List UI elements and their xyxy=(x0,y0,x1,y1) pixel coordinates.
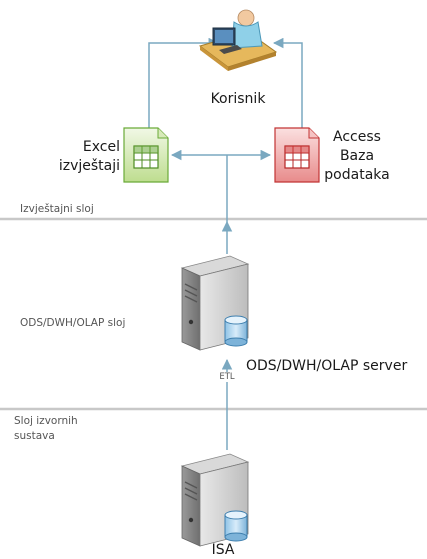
user-icon xyxy=(198,9,278,71)
database-icon xyxy=(224,315,248,347)
isa-server-icon xyxy=(180,453,250,547)
layer-label-source-line-1: Sloj izvornih xyxy=(14,415,78,427)
dwh-server-label: ODS/DWH/OLAP server xyxy=(246,358,408,374)
access-label-line-1: Access xyxy=(333,129,381,145)
isa-label: ISA xyxy=(211,542,235,558)
layer-label-source: Sloj izvornih sustava xyxy=(14,414,78,444)
access-document-icon xyxy=(274,127,320,183)
connector-excel-user xyxy=(148,37,220,128)
excel-label-line-1: Excel xyxy=(82,139,120,155)
layer-label-source-line-2: sustava xyxy=(14,430,55,442)
etl-label: ETL xyxy=(213,372,241,382)
layer-label-dwh: ODS/DWH/OLAP sloj xyxy=(20,317,126,329)
layer-label-reporting: Izvještajni sloj xyxy=(20,203,94,215)
excel-label-line-2: izvještaji xyxy=(58,158,120,174)
user-label: Korisnik xyxy=(210,91,266,107)
access-label-line-3: podataka xyxy=(324,167,390,183)
access-label: Access Baza podataka xyxy=(322,128,392,185)
excel-document-icon xyxy=(123,127,169,183)
access-label-line-2: Baza xyxy=(339,148,375,164)
dwh-server-icon xyxy=(180,255,250,351)
excel-label: Excel izvještaji xyxy=(58,138,120,176)
connector-access-user xyxy=(272,37,303,128)
database-icon xyxy=(224,510,248,542)
